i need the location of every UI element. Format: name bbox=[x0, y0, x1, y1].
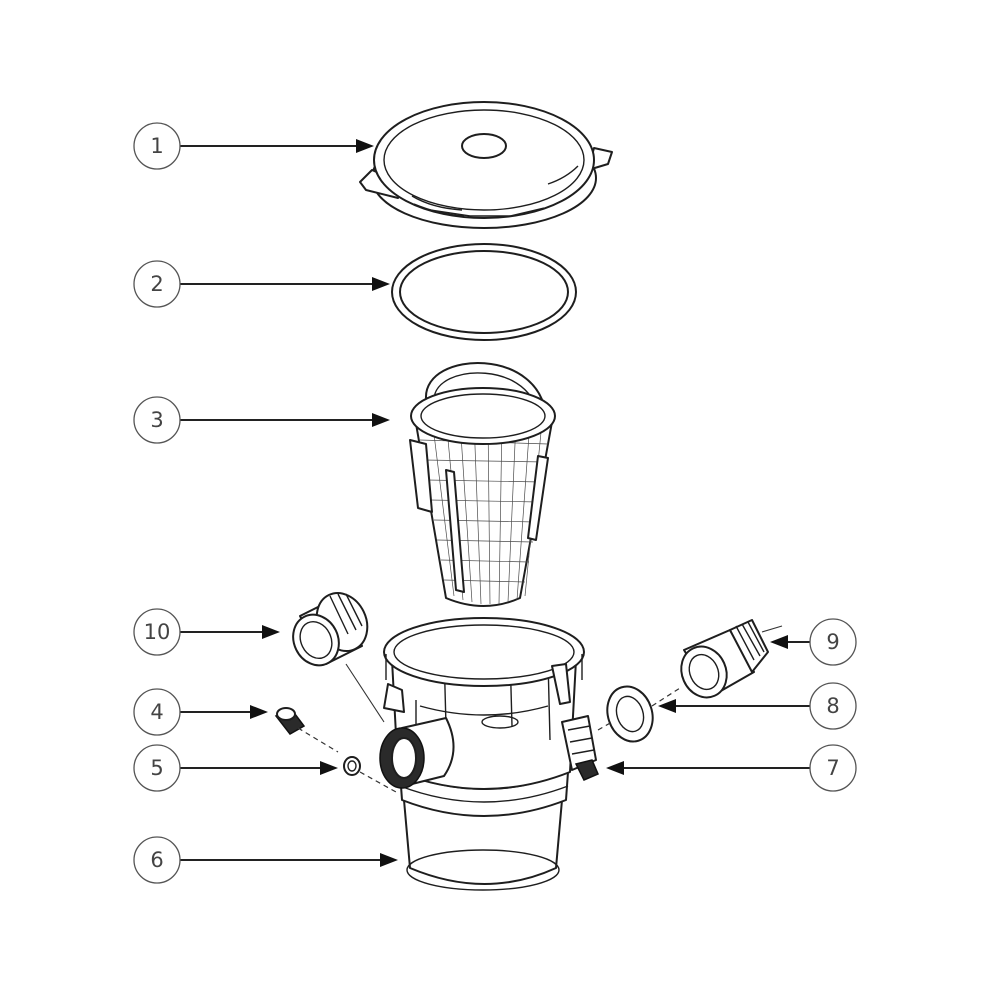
arrowhead-10 bbox=[262, 625, 280, 639]
assembly-guides bbox=[297, 625, 783, 793]
callout-10: 10 bbox=[133, 608, 181, 656]
arrowhead-8 bbox=[658, 699, 676, 713]
threaded-adapter-part bbox=[680, 619, 769, 699]
gasket-part bbox=[606, 685, 654, 743]
arrowhead-7 bbox=[606, 761, 624, 775]
callout-7: 7 bbox=[809, 744, 857, 792]
callout-7-label: 7 bbox=[826, 756, 839, 780]
arrowhead-5 bbox=[320, 761, 338, 775]
callout-1: 1 bbox=[133, 122, 181, 170]
drain-plug-part bbox=[274, 707, 306, 735]
arrowhead-3 bbox=[372, 413, 390, 427]
arrowhead-9 bbox=[770, 635, 788, 649]
arrowhead-2 bbox=[372, 277, 390, 291]
strainer-basket-part bbox=[409, 362, 556, 607]
callout-9: 9 bbox=[809, 618, 857, 666]
callout-5: 5 bbox=[133, 744, 181, 792]
arrowhead-4 bbox=[250, 705, 268, 719]
callout-10-label: 10 bbox=[144, 620, 171, 644]
callout-3-label: 3 bbox=[150, 408, 163, 432]
callout-8: 8 bbox=[809, 682, 857, 730]
callout-5-label: 5 bbox=[150, 756, 163, 780]
callout-3: 3 bbox=[133, 396, 181, 444]
callout-4-label: 4 bbox=[150, 700, 163, 724]
o-ring-part bbox=[391, 243, 577, 341]
callout-6: 6 bbox=[133, 836, 181, 884]
callout-2-label: 2 bbox=[150, 272, 163, 296]
lid-part bbox=[359, 101, 613, 229]
leader-lines bbox=[180, 139, 810, 867]
callout-4: 4 bbox=[133, 688, 181, 736]
union-nut-part bbox=[292, 592, 369, 667]
callout-2: 2 bbox=[133, 260, 181, 308]
drain-o-ring-part bbox=[343, 756, 361, 776]
arrowhead-6 bbox=[380, 853, 398, 867]
callout-1-label: 1 bbox=[150, 134, 163, 158]
callout-9-label: 9 bbox=[826, 630, 839, 654]
arrowhead-1 bbox=[356, 139, 374, 153]
callout-8-label: 8 bbox=[826, 694, 839, 718]
callout-6-label: 6 bbox=[150, 848, 163, 872]
strainer-housing-part bbox=[379, 617, 599, 891]
